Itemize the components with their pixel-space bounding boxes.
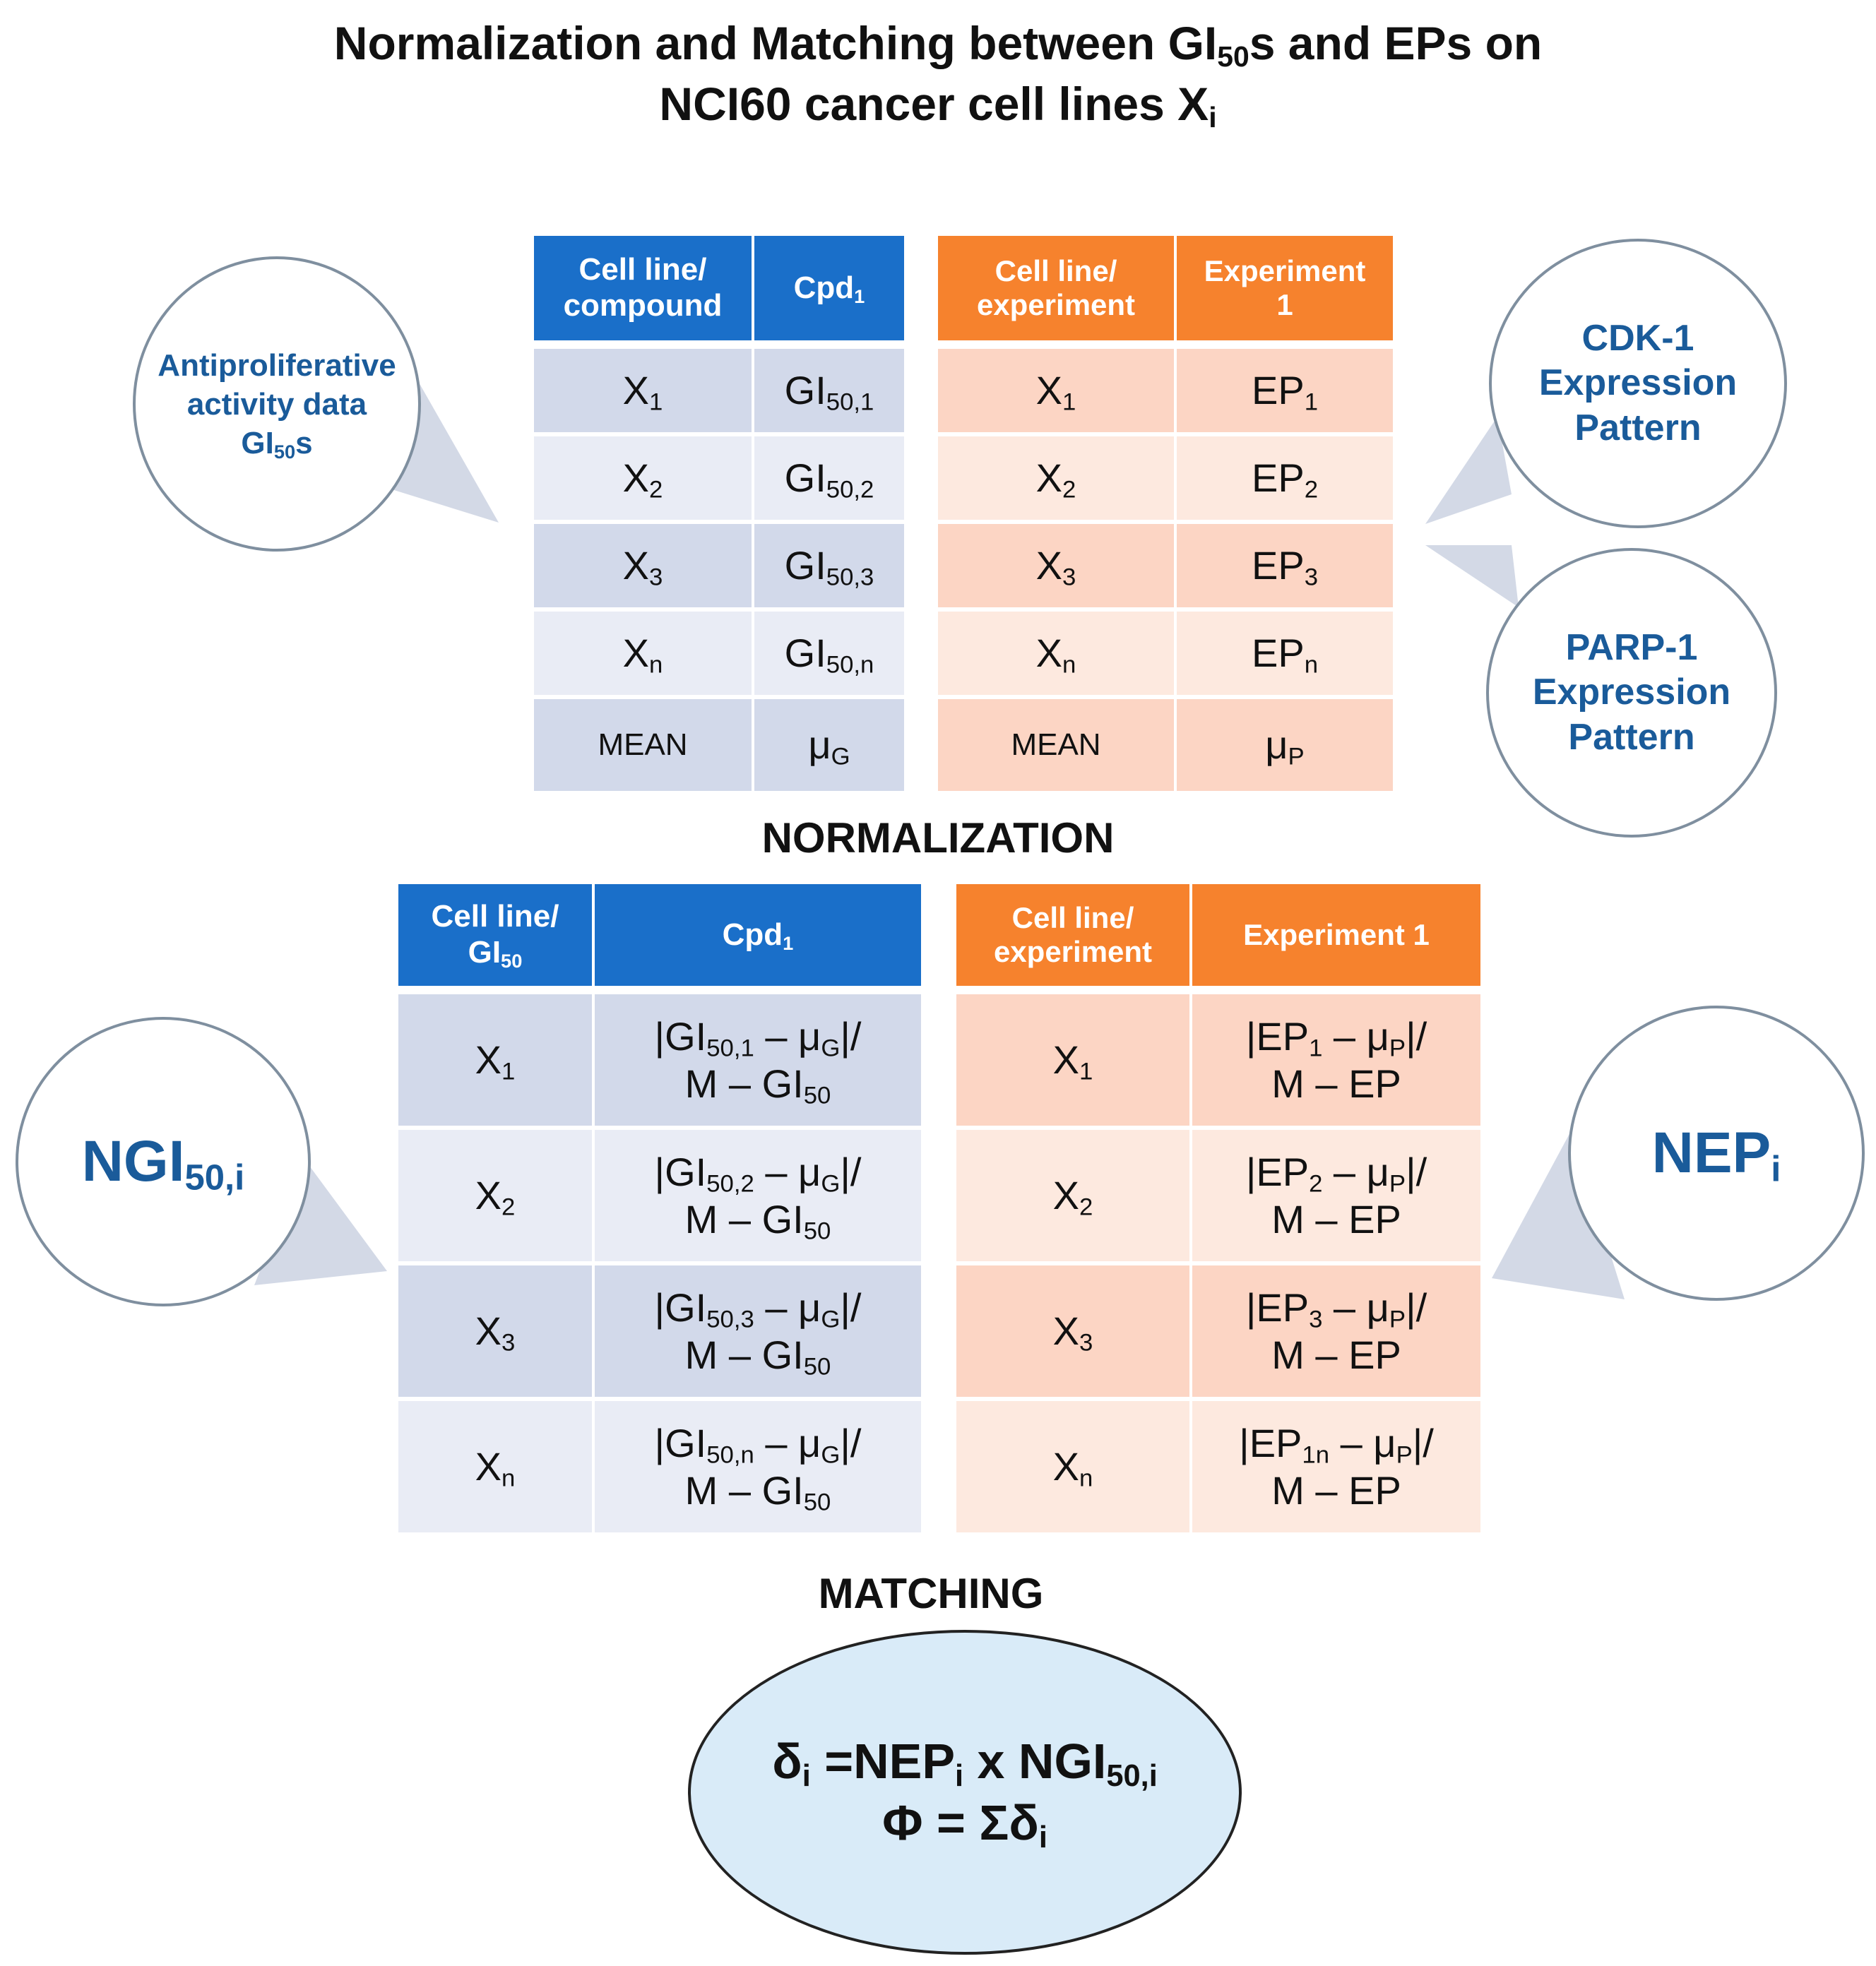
- table1-mean-value: μG: [754, 699, 904, 791]
- table1-row2-value: GI50,2: [754, 436, 904, 520]
- table2-row2-value: EP2: [1177, 436, 1393, 520]
- matching-formula-oval: δi =NEPi x NGI50,i Φ = Σδi: [688, 1630, 1242, 1955]
- table2-row3-x: X3: [938, 524, 1174, 607]
- table4-row1-formula: |EP1 – μP|/M – EP: [1192, 994, 1480, 1126]
- table4-header-cellline: Cell line/experiment: [956, 884, 1189, 986]
- table3-header-cpd: Cpd1: [595, 884, 921, 986]
- table2-row1-value: EP1: [1177, 349, 1393, 432]
- callout-antiproliferative: Antiproliferative activity data GI50s: [133, 256, 421, 552]
- table4-row3-formula: |EP3 – μP|/M – EP: [1192, 1265, 1480, 1397]
- table4-row2-x: X2: [956, 1130, 1189, 1261]
- table1-row1-value: GI50,1: [754, 349, 904, 432]
- formula-line-1: δi =NEPi x NGI50,i: [772, 1733, 1158, 1793]
- table4-row4-x: Xn: [956, 1401, 1189, 1532]
- table4-header-experiment: Experiment 1: [1192, 884, 1480, 986]
- table2-mean-label: MEAN: [938, 699, 1174, 791]
- table3-header-cellline: Cell line/GI50: [398, 884, 592, 986]
- table4-row1-x: X1: [956, 994, 1189, 1126]
- table3-row3-formula: |GI50,3 – μG|/M – GI50: [595, 1265, 921, 1397]
- table2-row4-value: EPn: [1177, 612, 1393, 695]
- wedge-nep: [1492, 1130, 1625, 1299]
- table1-header-cpd: Cpd1: [754, 236, 904, 340]
- table4-row3-x: X3: [956, 1265, 1189, 1397]
- table3-row2-formula: |GI50,2 – μG|/M – GI50: [595, 1130, 921, 1261]
- callout-parp1: PARP-1 Expression Pattern: [1486, 548, 1777, 838]
- table1-row3-value: GI50,3: [754, 524, 904, 607]
- wedge-cdk1: [1425, 417, 1512, 524]
- title-line-2: NCI60 cancer cell lines Xi: [659, 78, 1217, 134]
- table2-row4-x: Xn: [938, 612, 1174, 695]
- callout-cdk1: CDK-1 Expression Pattern: [1489, 239, 1787, 528]
- table3-row4-formula: |GI50,n – μG|/M – GI50: [595, 1401, 921, 1532]
- wedge-ngi: [254, 1158, 387, 1285]
- table4-row4-formula: |EP1n – μP|/M – EP: [1192, 1401, 1480, 1532]
- table1-mean-label: MEAN: [534, 699, 752, 791]
- table3-row3-x: X3: [398, 1265, 592, 1397]
- formula-line-2: Φ = Σδi: [882, 1795, 1047, 1854]
- table1-header-cellline: Cell line/compound: [534, 236, 752, 340]
- callout-ngi: NGI50,i: [16, 1017, 311, 1306]
- table3-row1-x: X1: [398, 994, 592, 1126]
- table3-row4-x: Xn: [398, 1401, 592, 1532]
- wedge-parp1: [1425, 545, 1519, 607]
- table2-header-cellline: Cell line/experiment: [938, 236, 1174, 340]
- table1-row3-x: X3: [534, 524, 752, 607]
- table2-mean-value: μP: [1177, 699, 1393, 791]
- table2-row1-x: X1: [938, 349, 1174, 432]
- table2-row3-value: EP3: [1177, 524, 1393, 607]
- page-title: Normalization and Matching between GI50s…: [0, 13, 1876, 134]
- table1-row2-x: X2: [534, 436, 752, 520]
- table1-row4-value: GI50,n: [754, 612, 904, 695]
- matching-label: MATCHING: [818, 1570, 1044, 1617]
- table4-row2-formula: |EP2 – μP|/M – EP: [1192, 1130, 1480, 1261]
- table3-row1-formula: |GI50,1 – μG|/M – GI50: [595, 994, 921, 1126]
- normalization-label: NORMALIZATION: [761, 814, 1115, 862]
- callout-nep: NEPi: [1568, 1006, 1865, 1301]
- title-line-1: Normalization and Matching between GI50s…: [333, 17, 1543, 73]
- table2-row2-x: X2: [938, 436, 1174, 520]
- table3-row2-x: X2: [398, 1130, 592, 1261]
- table1-row1-x: X1: [534, 349, 752, 432]
- table1-row4-x: Xn: [534, 612, 752, 695]
